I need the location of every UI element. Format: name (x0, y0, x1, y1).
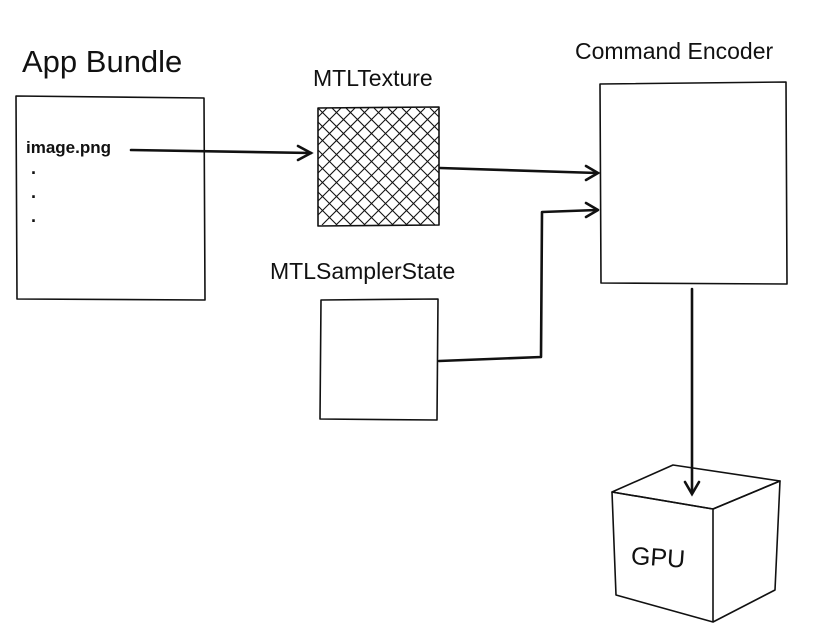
arrow-encoder-to-gpu (683, 287, 701, 497)
encoder-box (599, 81, 788, 285)
ellipsis-dot: . (31, 206, 37, 226)
ellipsis-dot: . (31, 158, 37, 178)
ellipsis-dot: . (31, 182, 37, 202)
arrow-image-to-texture (129, 144, 314, 162)
sampler-title: MTLSamplerState (270, 258, 456, 284)
sampler-box (319, 298, 439, 421)
arrow-texture-to-encoder (438, 164, 601, 182)
image-file-label: image.png (26, 138, 112, 157)
arrow-sampler-to-encoder (437, 201, 600, 363)
encoder-title: Command Encoder (575, 38, 774, 64)
mtltexture-box (317, 106, 440, 227)
app-bundle-box (15, 95, 206, 301)
mtltexture-title: MTLTexture (313, 65, 433, 91)
app-bundle-title: App Bundle (22, 44, 183, 79)
gpu-label: GPU (630, 542, 687, 574)
gpu-cube (611, 464, 781, 623)
